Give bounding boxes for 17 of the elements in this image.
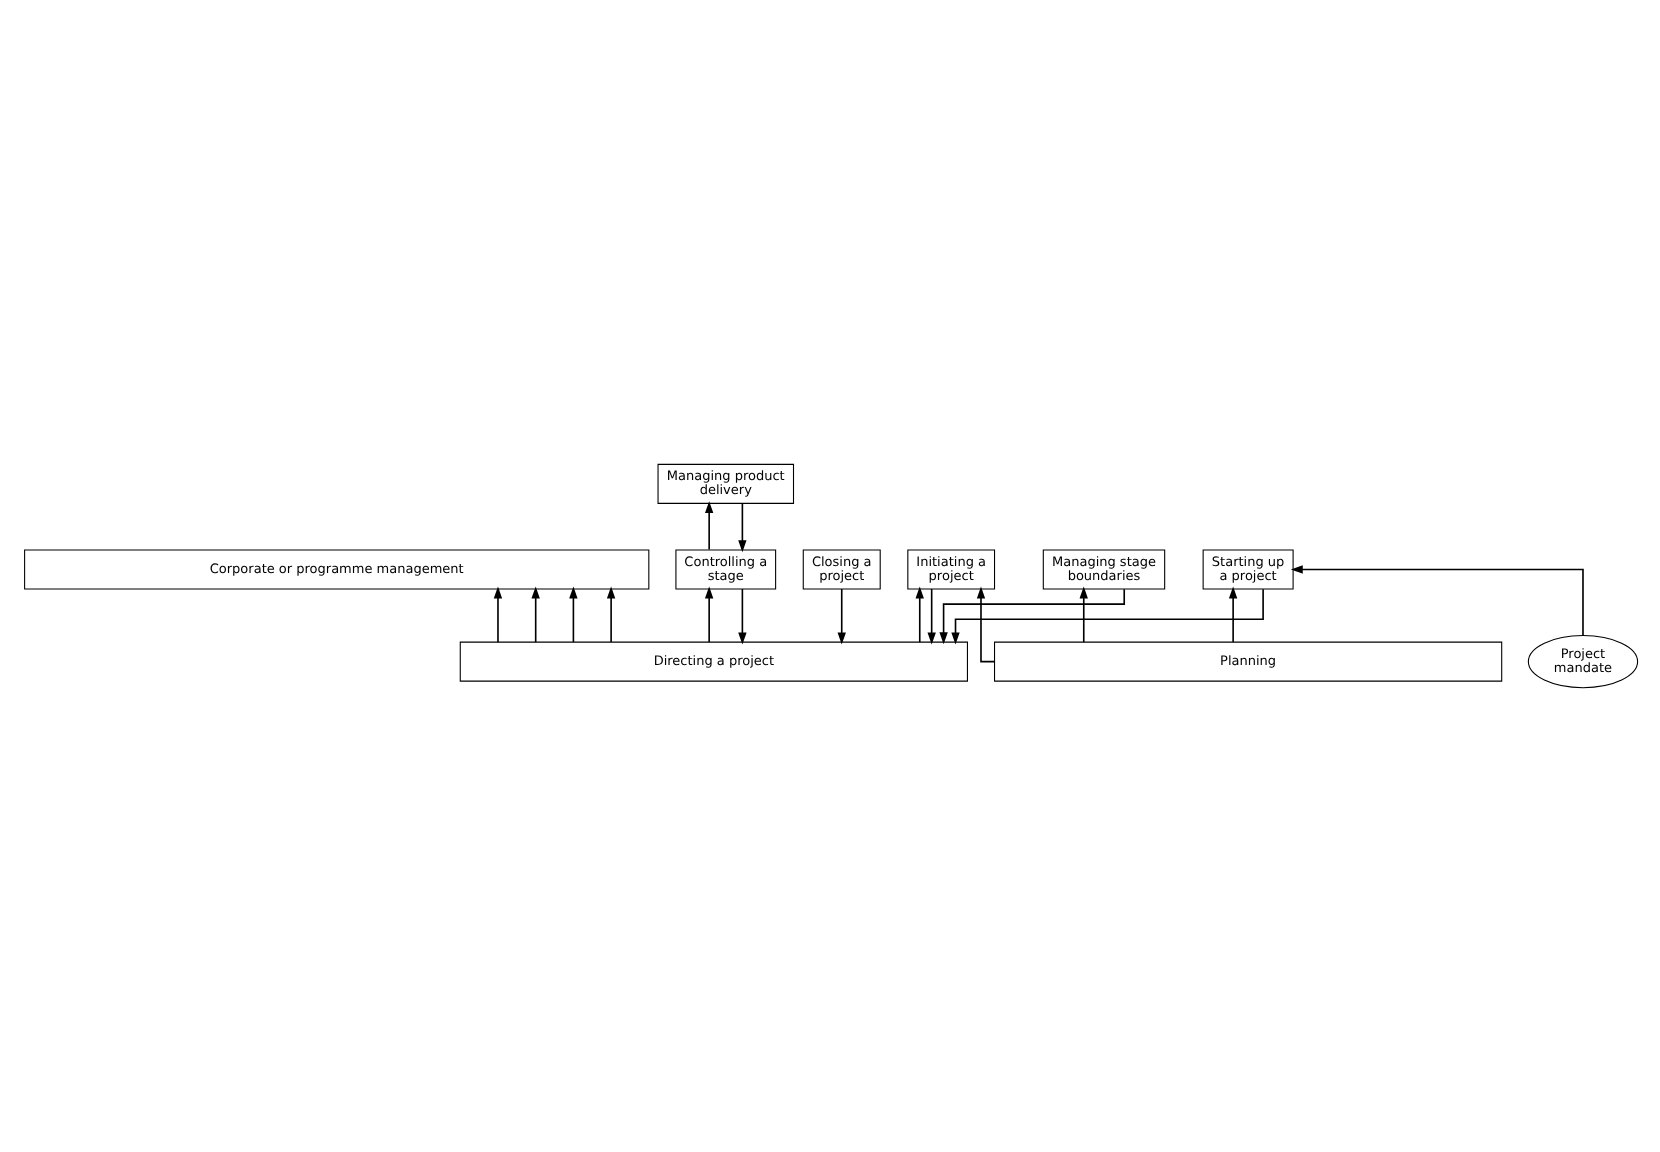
arrow [492, 586, 502, 643]
arrow [1078, 586, 1087, 643]
arrow [914, 586, 923, 643]
arrow [938, 588, 1125, 645]
arrow [530, 586, 539, 643]
arrow [703, 586, 713, 643]
arrow [975, 586, 995, 663]
arrow [703, 501, 713, 551]
arrow [836, 588, 845, 645]
arrow [568, 586, 577, 643]
arrow [1289, 565, 1583, 637]
arrow [737, 502, 746, 553]
arrow [950, 588, 1263, 645]
arrow [605, 586, 615, 643]
arrow [926, 588, 935, 645]
arrow [1227, 586, 1237, 643]
arrow [737, 588, 746, 645]
